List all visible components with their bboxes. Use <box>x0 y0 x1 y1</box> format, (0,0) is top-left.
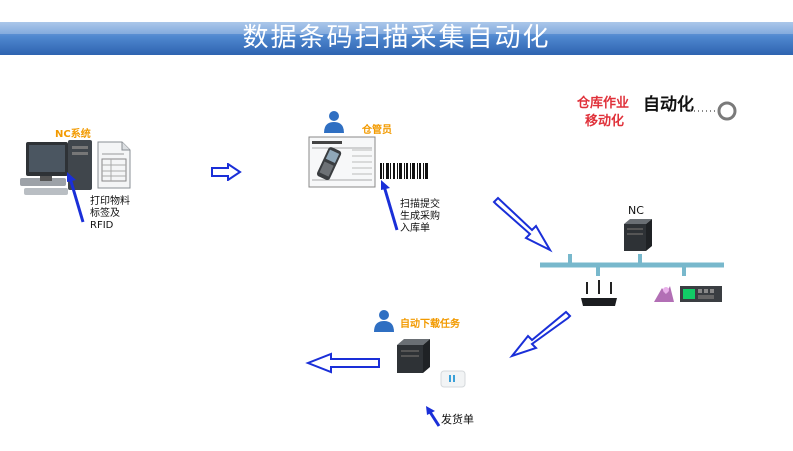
flow-arrow-down-left-icon <box>509 310 572 359</box>
server-icon <box>397 339 430 373</box>
devices-icon <box>654 286 722 302</box>
dotted-connector <box>690 101 737 121</box>
nc-server-label: NC <box>628 204 644 217</box>
note-line: RFID <box>90 220 114 231</box>
note-line: 生成采购 <box>400 211 440 222</box>
shipping-order-label: 发货单 <box>441 413 474 426</box>
flow-arrow-down-right-icon <box>492 196 553 253</box>
document-icon <box>97 141 131 189</box>
warehouse-keeper-label: 仓管员 <box>362 125 392 136</box>
note-line: 标签及 <box>90 208 120 219</box>
scanner-form-icon <box>308 136 376 188</box>
pointer-arrow-icon <box>426 406 441 427</box>
page-title: 数据条码扫描采集自动化 <box>242 23 551 53</box>
nc-system-label: NC系统 <box>55 129 91 140</box>
title-bar <box>0 22 793 55</box>
flow-arrow-left-icon <box>305 352 380 374</box>
warehouse-keeper-note: 扫描提交 生成采购 入库单 <box>400 199 440 235</box>
auto-download-label: 自动下载任务 <box>400 319 460 330</box>
automation-label: 自动化 <box>643 95 694 115</box>
pointer-arrow-icon <box>67 172 85 223</box>
user-icon <box>324 111 344 133</box>
flow-arrow-right-icon <box>211 163 242 181</box>
barcode-icon <box>380 163 428 179</box>
server-icon <box>624 219 652 251</box>
desktop-computer-icon <box>20 140 92 195</box>
pointer-arrow-icon <box>381 180 399 231</box>
user-icon <box>374 310 394 332</box>
mobile-label: 移动化 <box>585 114 625 129</box>
note-line: 扫描提交 <box>400 199 440 210</box>
note-line: 入库单 <box>400 223 430 234</box>
network-bus <box>540 254 724 276</box>
nc-system-note: 打印物料 标签及 RFID <box>90 196 130 232</box>
note-line: 打印物料 <box>90 196 130 207</box>
router-icon <box>581 280 617 306</box>
handheld-device-icon <box>440 370 466 388</box>
warehouse-ops-label: 仓库作业 <box>577 96 630 111</box>
